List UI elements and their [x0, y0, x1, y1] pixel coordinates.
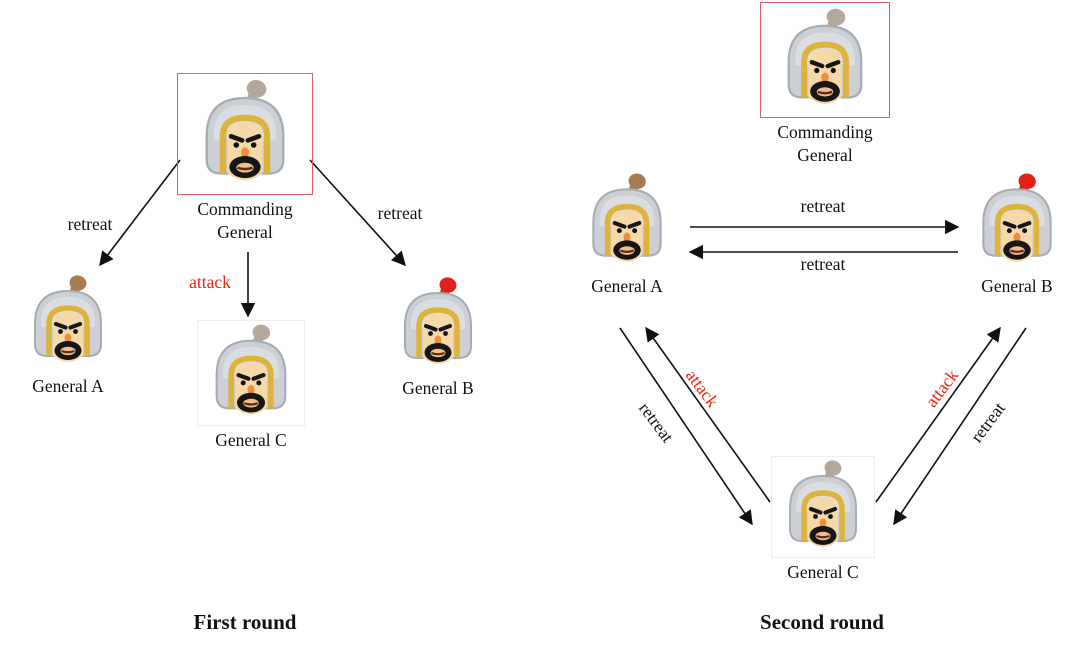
general-a-portrait	[17, 272, 119, 372]
edge-label-retreat-to-b: retreat	[377, 203, 423, 223]
first-round-general-b-node: General B	[380, 274, 496, 400]
edge-label-retreat-b-to-a: retreat	[800, 254, 846, 274]
general-b-label-2: General B	[981, 276, 1053, 296]
second-round-caption: Second round	[760, 610, 884, 634]
edge-label-attack-c-to-b: attack	[921, 365, 963, 411]
general-c-portrait-2	[771, 456, 875, 558]
commander-label: Commanding General	[197, 199, 293, 242]
commander-portrait-box-2	[760, 2, 890, 118]
general-c-label: General C	[215, 430, 287, 450]
commander-label-2: Commanding General	[777, 122, 873, 165]
edge-label-retreat-to-a: retreat	[67, 214, 113, 234]
edge-label-retreat-a-to-c: retreat	[634, 398, 678, 447]
second-round-general-b-node: General B	[961, 170, 1073, 298]
arrow-general-b-to-general-c-retreat	[893, 327, 1027, 526]
edge-label-attack-to-c: attack	[189, 272, 231, 292]
general-a-portrait-2	[575, 170, 679, 272]
general-c-avatar	[198, 321, 304, 425]
general-a-label-2: General A	[591, 276, 663, 296]
commander-portrait-box	[177, 73, 313, 195]
general-a-label: General A	[32, 376, 104, 396]
first-round-caption: First round	[193, 610, 297, 634]
general-a-avatar	[17, 272, 119, 372]
general-b-label: General B	[402, 378, 474, 398]
second-round-general-a-node: General A	[571, 170, 683, 298]
edge-label-retreat-b-to-c: retreat	[966, 398, 1010, 447]
first-round-commander-node: Commanding General	[177, 73, 313, 244]
general-a-avatar-2	[575, 170, 679, 272]
general-c-avatar-2	[772, 457, 874, 557]
first-round-general-c-node: General C	[192, 320, 310, 452]
general-b-avatar	[387, 274, 489, 374]
arrow-commander-to-general-a	[99, 159, 181, 267]
edge-label-attack-c-to-a: attack	[681, 365, 723, 411]
commander-avatar-2	[769, 5, 881, 115]
second-round-commander-node: Commanding General	[760, 2, 890, 167]
general-c-label-2: General C	[787, 562, 859, 582]
general-b-avatar-2	[965, 170, 1069, 272]
general-b-portrait-2	[965, 170, 1069, 272]
edge-label-retreat-a-to-b: retreat	[800, 196, 846, 216]
second-round-general-c-node: General C	[768, 456, 878, 584]
general-b-portrait	[387, 274, 489, 374]
first-round-general-a-node: General A	[10, 272, 126, 398]
arrow-general-a-to-general-c-retreat	[619, 327, 753, 526]
commander-avatar	[186, 76, 304, 192]
general-c-portrait	[197, 320, 305, 426]
